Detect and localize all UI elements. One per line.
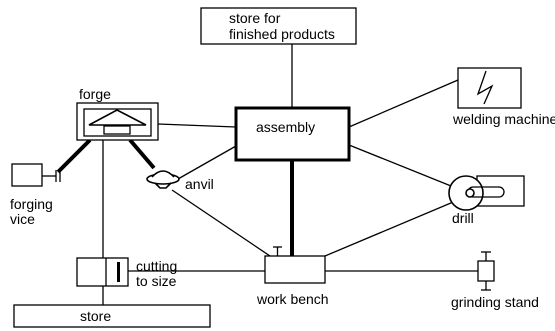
assembly-box: assembly (234, 106, 351, 162)
grinding-stand-label: grinding stand (451, 294, 539, 310)
forge-label: forge (79, 86, 111, 102)
work-bench-label: work bench (256, 291, 329, 307)
cutting-label-line1: cutting (136, 258, 177, 274)
store-finished-label-line2: finished products (229, 26, 335, 42)
forge-icon (76, 102, 159, 141)
cutting-label-line2: to size (136, 273, 177, 289)
thick-link-forge-vice (56, 138, 92, 174)
link-anvil-assembly (177, 145, 237, 180)
link-workbench-drill (324, 199, 459, 257)
strong-connection-lines (56, 138, 294, 256)
thick-link-forge-anvil (128, 138, 156, 170)
link-forge-assembly (157, 123, 237, 128)
link-assembly-welding (348, 79, 459, 128)
drill-label: drill (452, 210, 474, 226)
connection-lines (102, 44, 478, 305)
forging-vice-label-line1: forging (10, 196, 53, 212)
assembly-label: assembly (256, 119, 315, 135)
anvil-icon (146, 170, 180, 189)
link-assembly-drill (348, 144, 457, 189)
welding-machine-label: welding machine (452, 111, 555, 127)
work-bench-icon (264, 246, 326, 284)
link-anvil-workbench (171, 189, 271, 257)
store-finished-label-line1: store for (229, 10, 281, 26)
store-box: store (13, 304, 211, 328)
store-label: store (80, 308, 111, 324)
cutting-to-size-icon (76, 257, 129, 287)
anvil-label: anvil (185, 176, 214, 192)
grinding-stand-icon (477, 251, 495, 291)
store-finished-products: store for finished products (200, 7, 357, 45)
forging-vice-label-line2: vice (10, 211, 35, 227)
welding-machine-icon (457, 67, 522, 109)
forging-vice-icon (11, 163, 61, 187)
drill-icon (448, 175, 525, 211)
